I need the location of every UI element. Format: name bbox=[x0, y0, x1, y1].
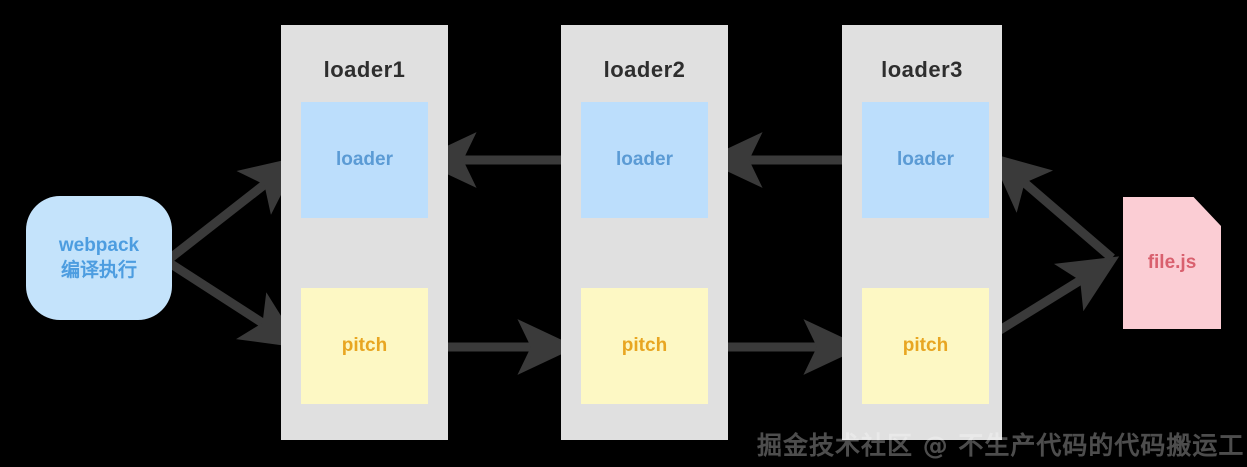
webpack-node-line2: 编译执行 bbox=[60, 260, 137, 281]
loader2-pitch-box[interactable]: pitch bbox=[581, 288, 708, 404]
loader-panel-3-title: loader3 bbox=[881, 57, 963, 82]
loader2-loader-box[interactable]: loader bbox=[581, 102, 708, 218]
loader2-loader-label: loader bbox=[615, 149, 674, 170]
file-js-label: file.js bbox=[1147, 252, 1197, 273]
loader1-loader-box[interactable]: loader bbox=[301, 102, 428, 218]
webpack-node[interactable]: webpack 编译执行 bbox=[26, 196, 172, 320]
loader3-loader-box[interactable]: loader bbox=[862, 102, 989, 218]
arrow-webpack-to-loader1-pitch bbox=[165, 258, 302, 348]
loader3-pitch-box[interactable]: pitch bbox=[862, 288, 989, 404]
webpack-node-line1: webpack bbox=[58, 234, 140, 256]
loader1-loader-label: loader bbox=[335, 149, 394, 170]
arrow-filejs-to-loader3-loader bbox=[989, 152, 1115, 262]
file-js-node[interactable]: file.js bbox=[1123, 197, 1221, 329]
loader2-pitch-label: pitch bbox=[621, 335, 668, 356]
arrow-webpack-to-loader1-loader bbox=[165, 156, 301, 264]
loader-panel-2-title: loader2 bbox=[603, 57, 686, 82]
arrow-loader3-pitch-to-filejs bbox=[997, 256, 1120, 334]
watermark-text: 掘金技术社区 @ 不生产代码的代码搬运工 bbox=[757, 431, 1245, 460]
loader1-pitch-box[interactable]: pitch bbox=[301, 288, 428, 404]
loader1-pitch-label: pitch bbox=[341, 335, 388, 356]
loader3-loader-label: loader bbox=[896, 149, 955, 170]
loader-panel-1-title: loader1 bbox=[323, 57, 406, 82]
loader3-pitch-label: pitch bbox=[902, 335, 949, 356]
